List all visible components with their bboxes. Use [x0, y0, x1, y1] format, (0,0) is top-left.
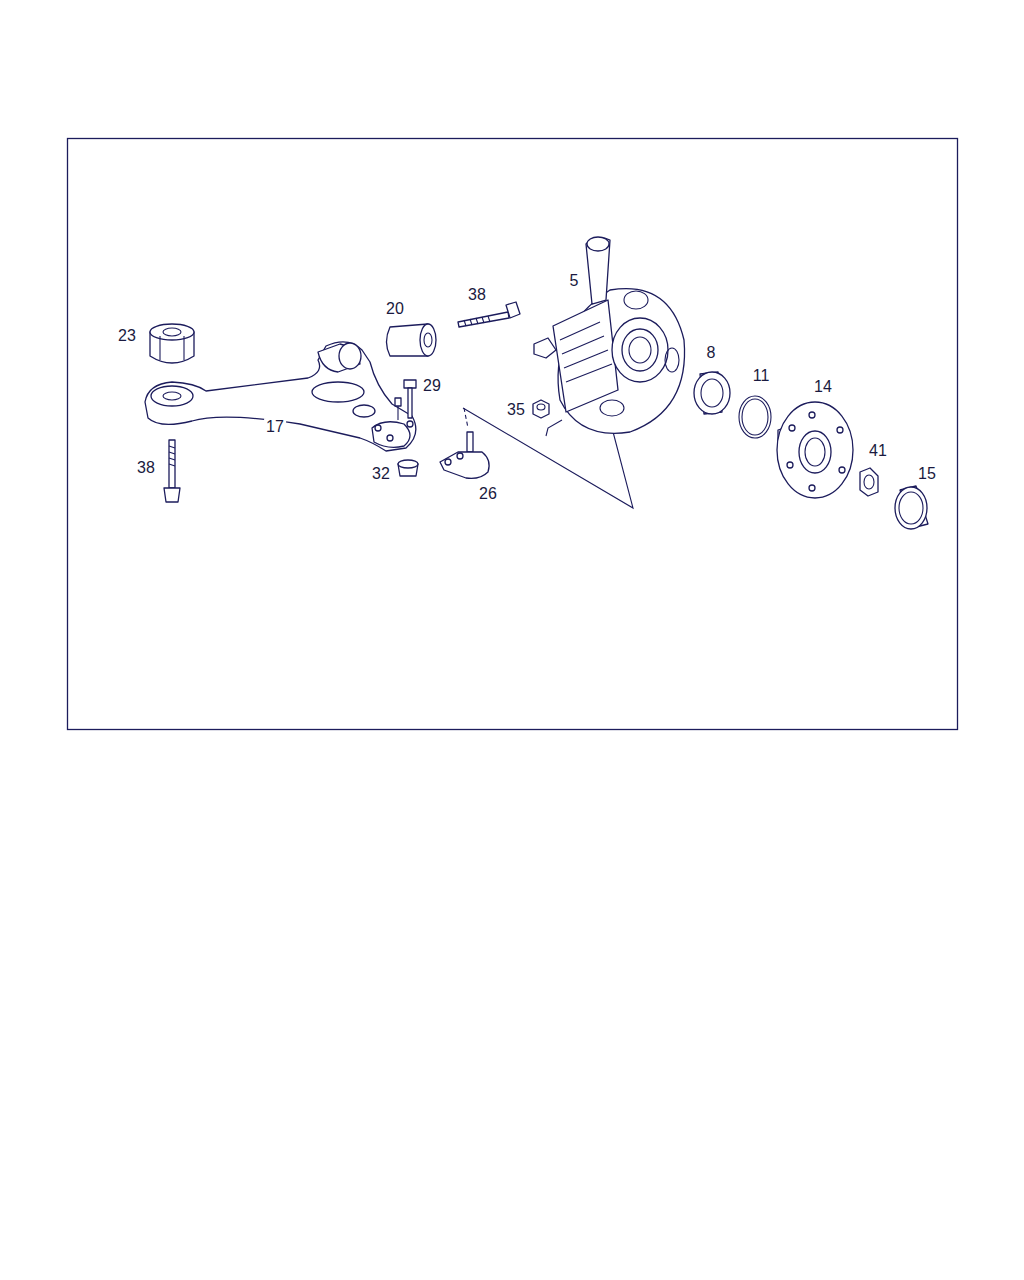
callout-number: 20	[384, 300, 406, 318]
bolt	[404, 380, 416, 418]
frame	[68, 139, 958, 730]
callout-number: 15	[916, 465, 938, 483]
callout-number: 26	[477, 485, 499, 503]
callout-number: 38	[466, 286, 488, 304]
bushing	[387, 324, 437, 356]
dust-cap	[895, 486, 928, 529]
callout-number: 35	[505, 401, 527, 419]
callout-number: 17	[264, 418, 286, 436]
steering-knuckle	[534, 237, 685, 433]
callout-number: 5	[568, 272, 581, 290]
callout-number: 8	[705, 344, 718, 362]
wheel-bearing	[694, 372, 730, 414]
nut	[533, 400, 549, 418]
hub-nut	[860, 468, 878, 496]
bolt	[164, 440, 180, 502]
callout-number: 29	[421, 377, 443, 395]
wheel-hub	[777, 402, 853, 498]
circlip	[739, 396, 771, 438]
leader-line	[546, 420, 562, 436]
nut	[398, 460, 418, 476]
callout-number: 14	[812, 378, 834, 396]
callout-number: 32	[370, 465, 392, 483]
bushing	[150, 324, 194, 363]
callout-number: 41	[867, 442, 889, 460]
callout-number: 11	[751, 367, 772, 385]
callout-number: 38	[135, 459, 157, 477]
bolt	[458, 302, 520, 327]
control-arm	[145, 342, 416, 451]
callout-number: 23	[116, 327, 138, 345]
